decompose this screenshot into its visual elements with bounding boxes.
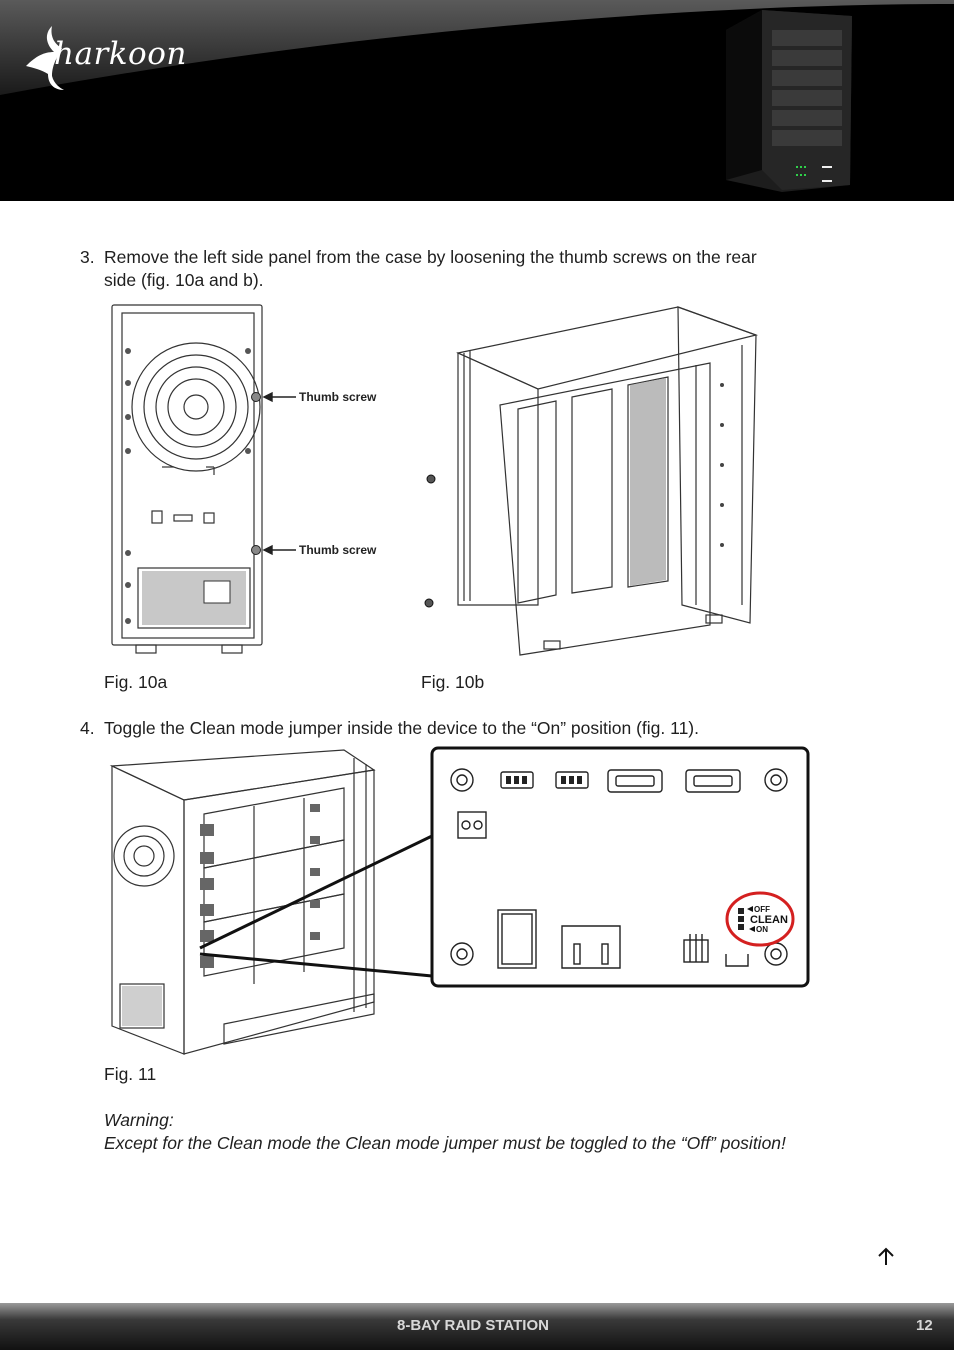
raid-station-product-image — [726, 10, 852, 192]
fig-10a-rear-view-diagram: Thumb screw Thumb screw — [111, 304, 377, 654]
fig-11-caption: Fig. 11 — [104, 1064, 157, 1084]
fig-10b-caption: Fig. 10b — [421, 672, 485, 692]
step-text-line-1: Remove the left side panel from the case… — [104, 247, 757, 267]
step-text-line-1: Toggle the Clean mode jumper inside the … — [104, 718, 699, 738]
up-arrow-icon[interactable] — [876, 1246, 896, 1268]
step-number: 3. — [80, 247, 95, 267]
footer-title: 8-BAY RAID STATION — [397, 1317, 549, 1334]
footer-bar: 8-BAY RAID STATION 12 — [0, 1303, 954, 1350]
header-sheen — [0, 0, 954, 95]
step-4: 4. Toggle the Clean mode jumper inside t… — [80, 717, 900, 741]
brand-name: harkoon — [54, 36, 187, 72]
step-3: 3. Remove the left side panel from the c… — [80, 246, 900, 294]
page-number: 12 — [916, 1317, 933, 1334]
jumper-on-label: ON — [756, 925, 768, 934]
fig-11-jumper-diagram: OFF CLEAN ON — [109, 746, 810, 1055]
fig-10a-caption: Fig. 10a — [104, 672, 168, 692]
thumb-screw-label-top: Thumb screw — [299, 390, 377, 404]
step-text-line-2: side (fig. 10a and b). — [104, 270, 264, 290]
jumper-clean-label: CLEAN — [750, 914, 788, 926]
fig-10b-side-panel-diagram — [424, 306, 759, 656]
header-banner: harkoon — [0, 0, 954, 201]
jumper-off-label: OFF — [754, 905, 770, 914]
step-number: 4. — [80, 718, 95, 738]
sharkoon-logo — [26, 26, 64, 90]
warning-text: Except for the Clean mode the Clean mode… — [104, 1133, 786, 1153]
warning-title: Warning: — [104, 1110, 174, 1130]
thumb-screw-label-bottom: Thumb screw — [299, 543, 377, 557]
